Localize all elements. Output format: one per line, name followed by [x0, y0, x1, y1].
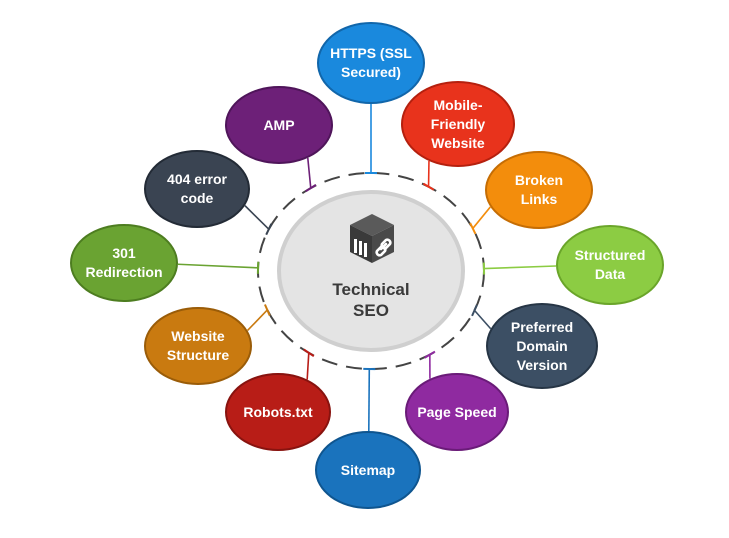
- node-label-line: Data: [594, 266, 626, 282]
- node-label-line: Structure: [166, 347, 230, 363]
- node-label-line: code: [180, 190, 214, 206]
- node-label-line: Domain: [516, 337, 568, 354]
- node-label-sitemap: Sitemap: [341, 461, 395, 480]
- connector-preferred-domain: [473, 309, 492, 330]
- node-label-line: Preferred: [510, 318, 574, 335]
- node-label-amp: AMP: [263, 116, 294, 135]
- node-label-broken-links: Broken Links: [495, 171, 583, 209]
- node-https: HTTPS (SSL Secured): [317, 22, 425, 104]
- node-label-line: Broken Links: [514, 172, 564, 207]
- node-label-line: 404 error: [167, 171, 227, 187]
- node-amp: AMP: [225, 86, 333, 164]
- node-label-line: Website: [431, 134, 485, 151]
- center-hub: Technical SEO: [278, 191, 464, 351]
- connector-redirection-301: [177, 263, 259, 269]
- ring-tick-broken-links: [469, 222, 477, 235]
- node-label-line: Page Speed: [417, 403, 497, 420]
- node-label-line: HTTPS (SSL: [330, 45, 412, 61]
- connector-broken-links: [472, 206, 491, 229]
- node-label-line: Website: [171, 328, 225, 344]
- ring-tick-robots: [303, 348, 315, 357]
- node-label-line: 301: [112, 245, 136, 261]
- node-error-404: 404 error code: [144, 150, 250, 228]
- node-label-line: Secured): [341, 64, 401, 80]
- ring-tick-amp: [305, 184, 317, 193]
- ring-tick-page-speed: [424, 350, 436, 359]
- node-sitemap: Sitemap: [315, 431, 421, 509]
- node-label-line: Friendly: [430, 115, 486, 132]
- ring-tick-mobile-friendly: [422, 182, 435, 191]
- node-label-line: Version: [516, 356, 568, 373]
- node-label-line: AMP: [263, 116, 295, 133]
- node-page-speed: Page Speed: [405, 373, 509, 451]
- center-title-line-2: SEO: [353, 301, 389, 320]
- node-label-error-404: 404 error code: [167, 170, 227, 208]
- connector-robots: [306, 352, 310, 380]
- node-label-line: Sitemap: [340, 461, 396, 478]
- center-title: Technical SEO: [278, 279, 464, 321]
- connector-error-404: [244, 205, 270, 230]
- node-robots: Robots.txt: [225, 373, 331, 451]
- node-label-line: Robots.txt: [243, 403, 313, 420]
- connector-structured-data: [483, 265, 557, 270]
- server-link-icon: [350, 214, 394, 263]
- connector-website-structure: [246, 309, 268, 332]
- connector-amp: [306, 157, 312, 189]
- node-label-line: Mobile-: [433, 96, 483, 113]
- ring-tick-website-structure: [264, 304, 271, 316]
- ring-tick-preferred-domain: [471, 304, 478, 317]
- center-hub-circle: [277, 190, 465, 352]
- node-label-line: Redirection: [85, 264, 163, 280]
- node-label-robots: Robots.txt: [243, 403, 312, 422]
- node-label-page-speed: Page Speed: [417, 403, 496, 422]
- node-label-https: HTTPS (SSL Secured): [330, 44, 412, 82]
- center-title-line-1: Technical: [332, 280, 410, 299]
- ring-tick-error-404: [265, 223, 273, 236]
- node-broken-links: Broken Links: [485, 151, 593, 229]
- node-label-line: Structured: [574, 247, 646, 263]
